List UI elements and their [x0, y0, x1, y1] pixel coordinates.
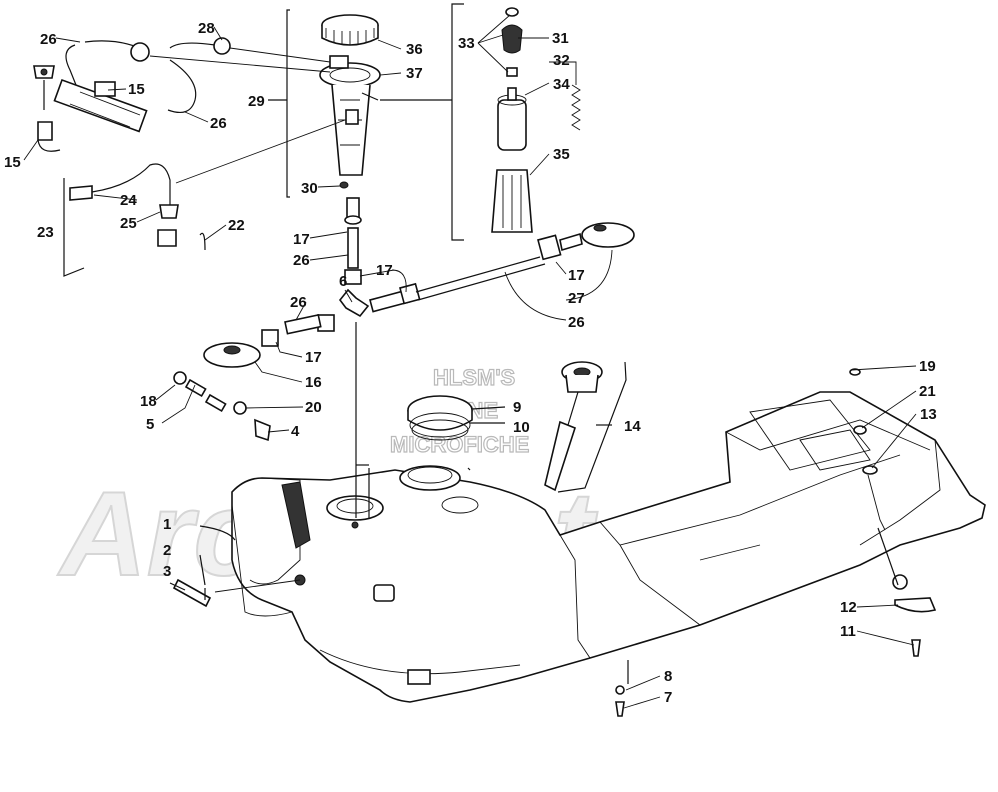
label-20: 20	[305, 399, 322, 416]
label-11: 11	[840, 623, 856, 640]
label-34: 34	[553, 76, 570, 93]
pump-motor-parts	[491, 7, 581, 233]
label-4: 4	[291, 423, 300, 440]
fuel-valve	[33, 37, 331, 152]
label-13: 13	[920, 406, 937, 423]
label-leaders	[23, 14, 917, 709]
label-8: 8	[664, 668, 672, 685]
label-17-b: 17	[376, 262, 393, 279]
label-6: 6	[339, 273, 347, 290]
label-37: 37	[406, 65, 423, 82]
part-labels: 1 2 3 4 5 6 7 8 9 10 11 12 13 14 15 15 1…	[4, 20, 937, 706]
wiring-harness	[69, 119, 346, 251]
label-3: 3	[163, 563, 171, 580]
label-14: 14	[624, 418, 641, 435]
fuel-lines	[172, 197, 937, 717]
label-26-b: 26	[210, 115, 227, 132]
label-23: 23	[37, 224, 54, 241]
label-15-bottom: 15	[4, 154, 21, 171]
label-31: 31	[552, 30, 569, 47]
label-33: 33	[458, 35, 475, 52]
label-24: 24	[120, 192, 137, 209]
label-19: 19	[919, 358, 936, 375]
label-17-a: 17	[293, 231, 310, 248]
label-17-d: 17	[305, 349, 322, 366]
watermark-line-3: MICROFICHE	[390, 432, 529, 457]
watermark-line-1: HLSM'S	[433, 365, 515, 390]
label-18: 18	[140, 393, 157, 410]
label-9: 9	[513, 399, 521, 416]
label-28: 28	[198, 20, 215, 37]
label-7: 7	[664, 689, 672, 706]
label-1: 1	[163, 516, 171, 533]
filler-cap	[407, 395, 473, 441]
label-2: 2	[163, 542, 171, 559]
fuel-tank	[231, 391, 986, 703]
label-25: 25	[120, 215, 137, 232]
label-5: 5	[146, 416, 154, 433]
label-12: 12	[840, 599, 857, 616]
fuel-pump-assembly	[319, 14, 381, 189]
label-26-c: 26	[293, 252, 310, 269]
label-17-c: 17	[568, 267, 585, 284]
label-30: 30	[301, 180, 318, 197]
fuel-sender	[544, 361, 603, 492]
label-21: 21	[919, 383, 936, 400]
label-29: 29	[248, 93, 265, 110]
leader-lines	[63, 3, 899, 684]
label-26-a: 26	[40, 31, 57, 48]
label-16: 16	[305, 374, 322, 391]
label-15-top: 15	[128, 81, 145, 98]
label-22: 22	[228, 217, 245, 234]
label-35: 35	[553, 146, 570, 163]
label-36: 36	[406, 41, 423, 58]
label-26-d: 26	[290, 294, 307, 311]
label-10: 10	[513, 419, 530, 436]
label-32: 32	[553, 52, 570, 69]
label-26-e: 26	[568, 314, 585, 331]
